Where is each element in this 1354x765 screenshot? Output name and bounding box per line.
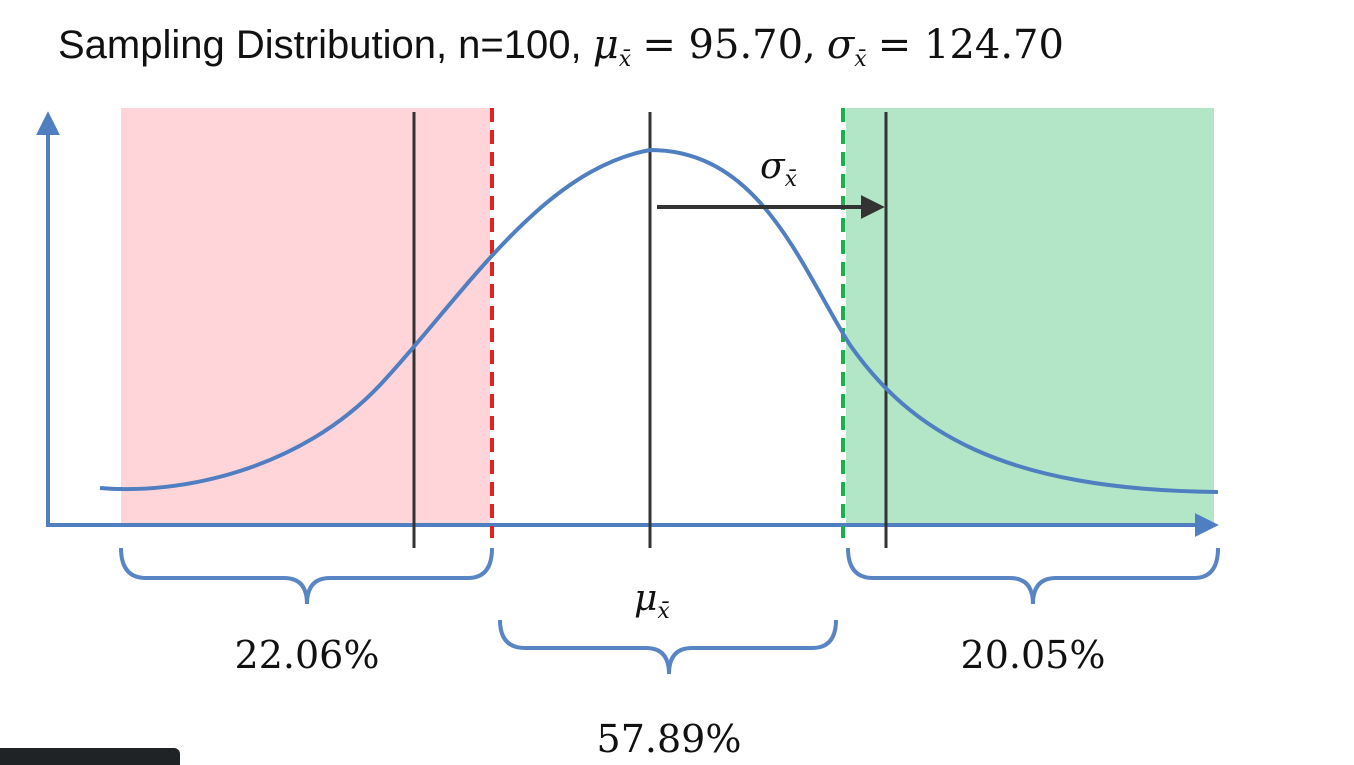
player-control-tab[interactable] — [0, 748, 180, 765]
title-mu-value: = 95.70, — [642, 22, 816, 68]
diagram-title: Sampling Distribution, n=100, μx̄ = 95.7… — [58, 22, 1064, 72]
title-mu: μx̄ — [592, 22, 632, 72]
right-tail-region — [846, 108, 1214, 523]
title-sigma: σx̄ — [826, 22, 867, 72]
left-percentage: 22.06% — [235, 633, 380, 677]
mu-label: μx̄ — [634, 578, 670, 624]
middle-brace — [498, 619, 838, 675]
bell-curve — [99, 147, 1219, 494]
right-percentage: 20.05% — [961, 633, 1106, 677]
middle-percentage: 57.89% — [597, 717, 742, 761]
sigma-label: σx̄ — [760, 146, 798, 192]
right-brace — [846, 547, 1220, 605]
title-prefix: Sampling Distribution, n=100, — [58, 23, 582, 67]
title-sigma-value: = 124.70 — [877, 22, 1064, 68]
left-tail-region — [121, 108, 490, 523]
left-brace — [119, 547, 494, 605]
